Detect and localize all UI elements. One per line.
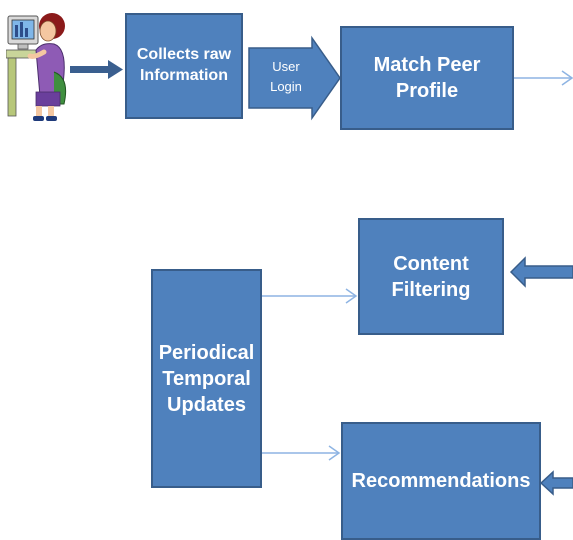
user-login-line2: Login [270,79,302,95]
periodical-to-content-arrow [262,288,358,304]
recommend-box-label: Recommendations [351,470,531,492]
match-box-line2: Profile [395,80,459,102]
content-box-line1: Content [393,252,469,275]
collect-box-line1: Collects raw [136,46,232,64]
periodical-box-line3: Updates [167,393,246,416]
recommend-double-arrow [539,470,573,496]
periodical-box-line2: Temporal [162,367,251,390]
collect-box-line2: Information [139,67,228,84]
content-double-arrow [509,256,573,288]
periodical-temporal-updates-box: Periodical Temporal Updates [151,269,262,488]
match-to-right-arrow [514,70,573,86]
user-at-computer-icon [6,13,67,121]
periodical-box-line1: Periodical [158,341,255,364]
match-box-line1: Match Peer [373,54,481,76]
match-peer-profile-box: Match Peer Profile [340,26,514,130]
content-box-line2: Filtering [391,278,471,301]
periodical-to-recommend-arrow [262,445,341,461]
content-filtering-box: Content Filtering [358,218,504,335]
recommendations-box: Recommendations [341,422,541,540]
collect-raw-information-box: Collects raw Information [125,13,243,119]
user-login-arrow [248,35,341,121]
user-login-label: User Login [254,57,318,97]
user-to-collect-arrow [70,60,123,79]
user-login-line1: User [272,59,300,74]
